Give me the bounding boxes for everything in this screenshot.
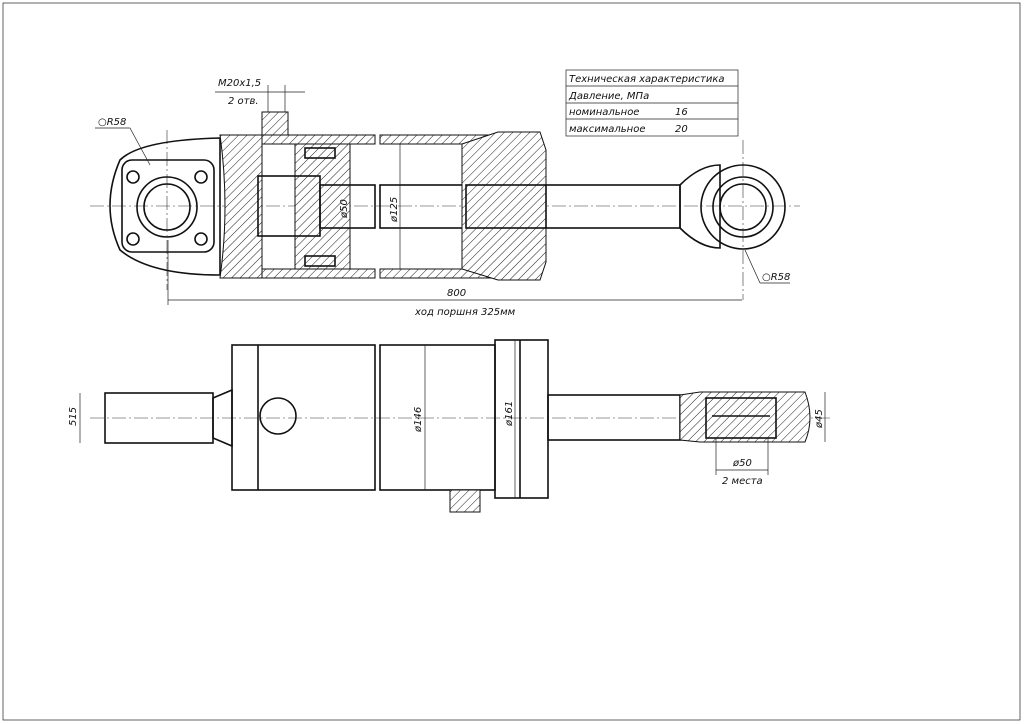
rod-diameter-label: ø50 <box>339 199 350 219</box>
bearing-count-label: 2 места <box>722 476 763 487</box>
spec-max-label: максимальное <box>569 124 645 135</box>
radius-left-label: ○R58 <box>98 117 126 128</box>
spec-pressure: Давление, МПа <box>568 91 649 102</box>
top-view: M20x1,5 2 отв. ○R58 ○R58 ø50 ø125 800 хо… <box>90 78 800 318</box>
stroke-label: ход поршня 325мм <box>414 307 516 318</box>
spec-title: Техническая характеристика <box>569 74 725 85</box>
tube-diameter-label: ø146 <box>413 407 424 433</box>
gland-diameter-label: ø161 <box>504 401 515 427</box>
fork-width-label: 515 <box>68 407 79 426</box>
spec-max-value: 20 <box>675 124 688 135</box>
bearing-diameter-label: ø50 <box>732 458 752 469</box>
spec-nominal-label: номинальное <box>569 107 639 118</box>
thread-label: M20x1,5 <box>218 78 261 89</box>
length-label: 800 <box>447 288 466 299</box>
side-view: 515 ø146 ø161 ø45 ø50 2 места <box>68 339 830 513</box>
eye-width-label: ø45 <box>814 409 825 429</box>
holes-label: 2 отв. <box>228 96 259 107</box>
bore-diameter-label: ø125 <box>389 197 400 223</box>
radius-right-label: ○R58 <box>762 272 790 283</box>
spec-nominal-value: 16 <box>675 107 688 118</box>
spec-table: Техническая характеристика Давление, МПа… <box>565 69 739 137</box>
